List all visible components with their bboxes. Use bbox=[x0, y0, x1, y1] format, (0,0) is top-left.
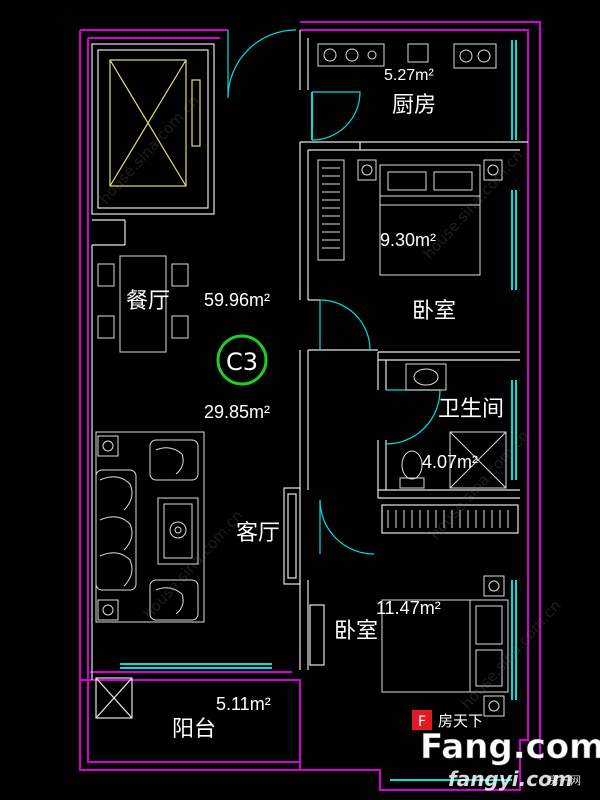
svg-text:F: F bbox=[418, 714, 426, 730]
kitchen-area: 5.27m² bbox=[384, 67, 434, 84]
bathroom-label: 卫生间 bbox=[438, 397, 504, 422]
sink-icon bbox=[453, 43, 497, 69]
bathroom-area: 4.07m² bbox=[422, 452, 478, 472]
windows bbox=[120, 40, 517, 781]
balcony-area: 5.11m² bbox=[216, 694, 271, 714]
badge-ring bbox=[216, 334, 268, 386]
bedroom-north-area: 9.30m² bbox=[380, 230, 436, 250]
dining-label: 餐厅 bbox=[126, 289, 170, 314]
bed-icon bbox=[381, 510, 509, 717]
toilet-icon bbox=[399, 363, 507, 489]
fang-logo-mark bbox=[412, 710, 432, 730]
fang-logo-brand-top: 房天下 bbox=[438, 712, 483, 730]
unit-code: C3 bbox=[226, 348, 258, 376]
living-label: 客厅 bbox=[236, 521, 280, 546]
wardrobe-north bbox=[317, 159, 345, 261]
bedroom-south-label: 卧室 bbox=[334, 619, 378, 644]
sofa-icon bbox=[95, 431, 205, 623]
fang-logo-brand-bottom: fangyi.com bbox=[448, 767, 573, 791]
outer-walls bbox=[79, 21, 541, 791]
bedroom-north-label: 卧室 bbox=[412, 299, 456, 324]
living-area: 29.85m² bbox=[204, 402, 270, 422]
fang-logo-brand-bottom-cn: 房一网 bbox=[548, 774, 581, 787]
fang-logo: F 房天下 Fang.com fangyi.com 房一网 bbox=[412, 710, 600, 791]
total-area: 59.96m² bbox=[204, 290, 270, 310]
stove-icon bbox=[317, 43, 429, 67]
inner-walls bbox=[91, 30, 528, 719]
bedroom-south-area: 11.47m² bbox=[376, 598, 441, 618]
elevator-shaft-icon bbox=[109, 59, 201, 187]
bed-icon bbox=[357, 159, 503, 276]
balcony-label: 阳台 bbox=[172, 717, 216, 742]
fang-logo-brand-main: Fang.com bbox=[420, 727, 600, 767]
dining-table-icon bbox=[97, 255, 189, 353]
kitchen-label: 厨房 bbox=[392, 93, 436, 118]
unit-code-badge: C3 bbox=[216, 334, 268, 386]
door-swing-icon bbox=[227, 29, 441, 555]
